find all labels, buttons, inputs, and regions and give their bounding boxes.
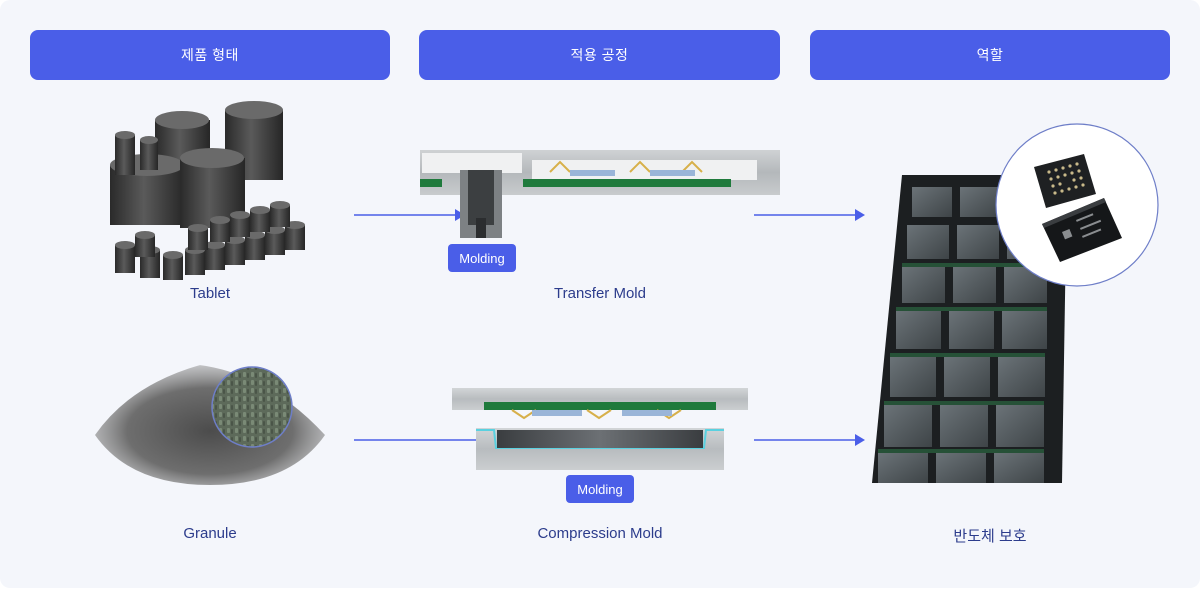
header-role-label: 역할 [976,47,1004,63]
caption-tablet: Tablet [189,285,231,302]
header-process: 적용 공정 [419,30,780,80]
header-process-label: 적용 공정 [570,47,629,63]
caption-transfer-mold: Transfer Mold [554,285,646,302]
caption-granule: Granule [183,525,237,542]
arrow-transfer-to-role [754,209,865,221]
arrow-compression-to-role [754,434,865,446]
transfer-molding-badge: Molding [448,244,516,272]
granule-image [95,365,325,485]
chip-closeup-image [995,123,1159,287]
transfer-mold-diagram [420,150,780,238]
caption-compression-mold: Compression Mold [537,525,663,542]
header-product-form: 제품 형태 [30,30,390,80]
header-product-form-label: 제품 형태 [181,47,239,63]
compression-mold-diagram [452,388,748,470]
caption-role: 반도체 보호 [953,528,1027,545]
header-role: 역할 [810,30,1170,80]
tablet-image [110,101,305,280]
compression-molding-badge: Molding [566,475,634,503]
